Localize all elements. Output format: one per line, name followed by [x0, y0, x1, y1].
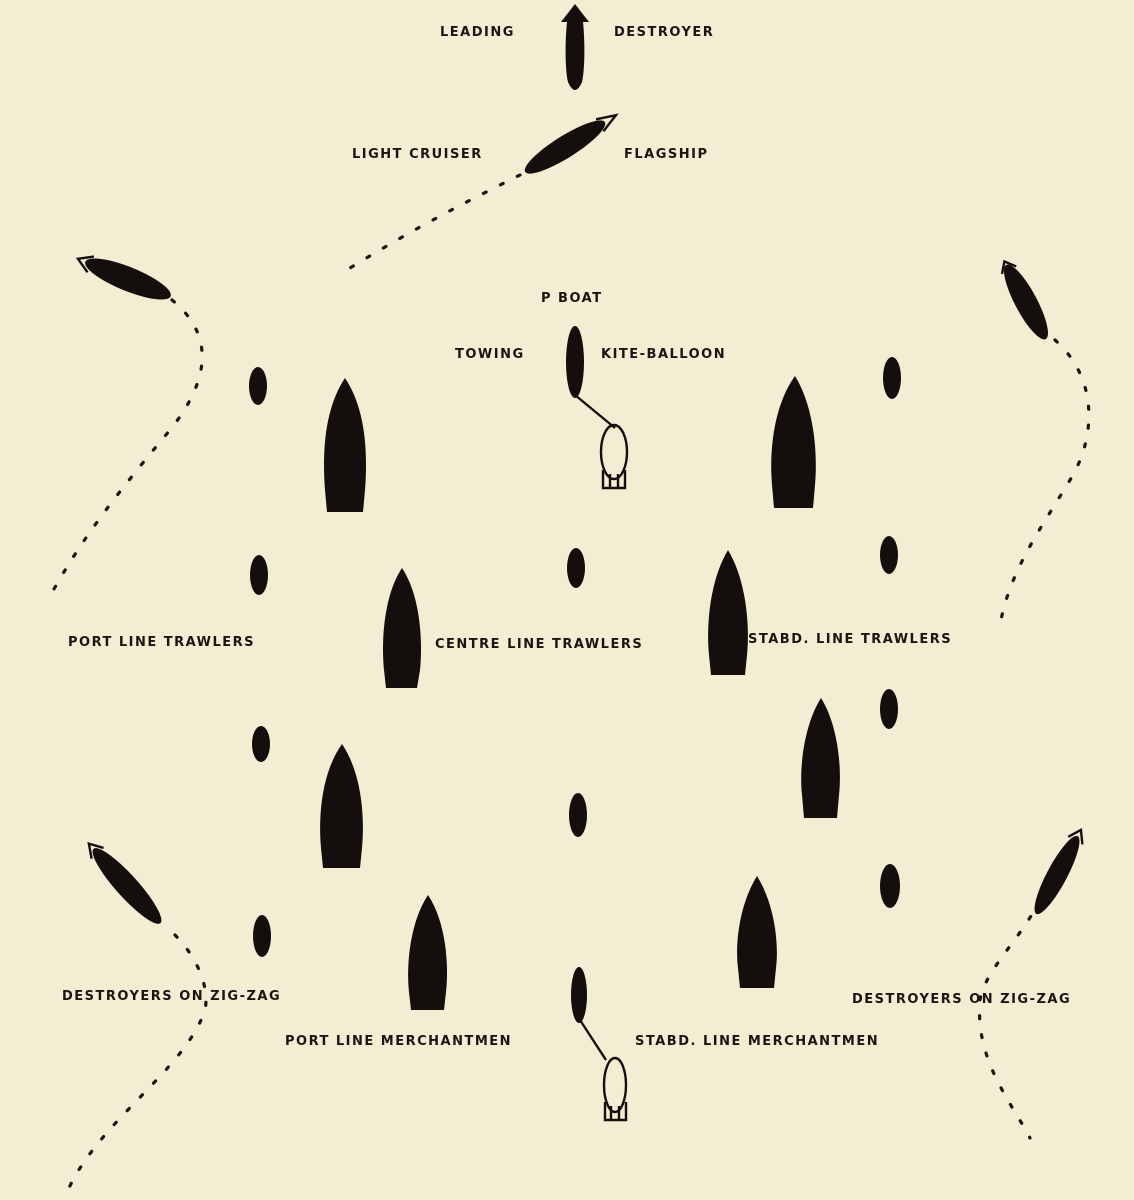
- label-destroyers-zigzag-right: DESTROYERS ON ZIG-ZAG: [852, 992, 1071, 1007]
- trail-right-lower-destroyer: [977, 898, 1042, 1140]
- label-flagship: FLAGSHIP: [624, 147, 709, 162]
- centre-trawler-1: [567, 548, 585, 588]
- merchantman-stbd-1: [771, 376, 816, 508]
- light-cruiser-flagship-ship: [524, 113, 619, 174]
- right-upper-destroyer-ship: [1000, 259, 1048, 340]
- trail-left-lower-destroyer: [66, 933, 208, 1192]
- label-port-line-trawlers: PORT LINE TRAWLERS: [68, 635, 255, 650]
- merchantman-port-4: [408, 895, 448, 1010]
- trail-right-upper-destroyer: [998, 338, 1091, 627]
- stbd-trawler-1: [883, 357, 901, 399]
- port-trawler-3: [252, 726, 270, 762]
- stbd-trawler-3: [880, 689, 898, 729]
- merchant-balloon-towing-ship: [571, 967, 608, 1061]
- kite-balloon-upper: [599, 423, 629, 490]
- merchantman-stbd-3: [801, 698, 840, 818]
- label-leading: LEADING: [440, 25, 515, 40]
- label-destroyers-zigzag-left: DESTROYERS ON ZIG-ZAG: [62, 989, 281, 1004]
- label-stabd-line-trawlers: STABD. LINE TRAWLERS: [748, 632, 952, 647]
- kite-balloon-lower: [602, 1056, 628, 1122]
- label-stabd-line-merchantmen: STABD. LINE MERCHANTMEN: [635, 1034, 879, 1049]
- merchantman-stbd-2: [708, 550, 748, 675]
- stbd-trawler-4: [880, 864, 900, 908]
- label-port-line-merchantmen: PORT LINE MERCHANTMEN: [285, 1034, 512, 1049]
- trail-left-upper-destroyer: [46, 298, 204, 602]
- merchantman-port-2: [382, 568, 422, 688]
- stbd-trawler-2: [880, 536, 898, 574]
- label-p-boat: P BOAT: [541, 291, 603, 306]
- label-towing: TOWING: [455, 347, 525, 362]
- left-upper-destroyer-ship: [75, 255, 171, 300]
- left-lower-destroyer-ship: [87, 841, 162, 924]
- merchantman-port-1: [324, 378, 366, 512]
- port-trawler-2: [250, 555, 268, 595]
- label-destroyer: DESTROYER: [614, 25, 714, 40]
- leading-destroyer-ship: [561, 4, 589, 90]
- label-centre-line-trawlers: CENTRE LINE TRAWLERS: [435, 637, 643, 652]
- port-trawler-4: [253, 915, 271, 957]
- label-kite-balloon: KITE-BALLOON: [601, 347, 726, 362]
- centre-trawler-2: [569, 793, 587, 837]
- trail-cruiser: [348, 173, 522, 270]
- right-lower-destroyer-ship: [1034, 828, 1084, 915]
- port-trawler-1: [249, 367, 267, 405]
- merchantman-port-3: [320, 744, 363, 868]
- p-boat-ship: [566, 326, 616, 429]
- merchantman-stbd-4: [737, 876, 777, 988]
- label-light-cruiser: LIGHT CRUISER: [352, 147, 483, 162]
